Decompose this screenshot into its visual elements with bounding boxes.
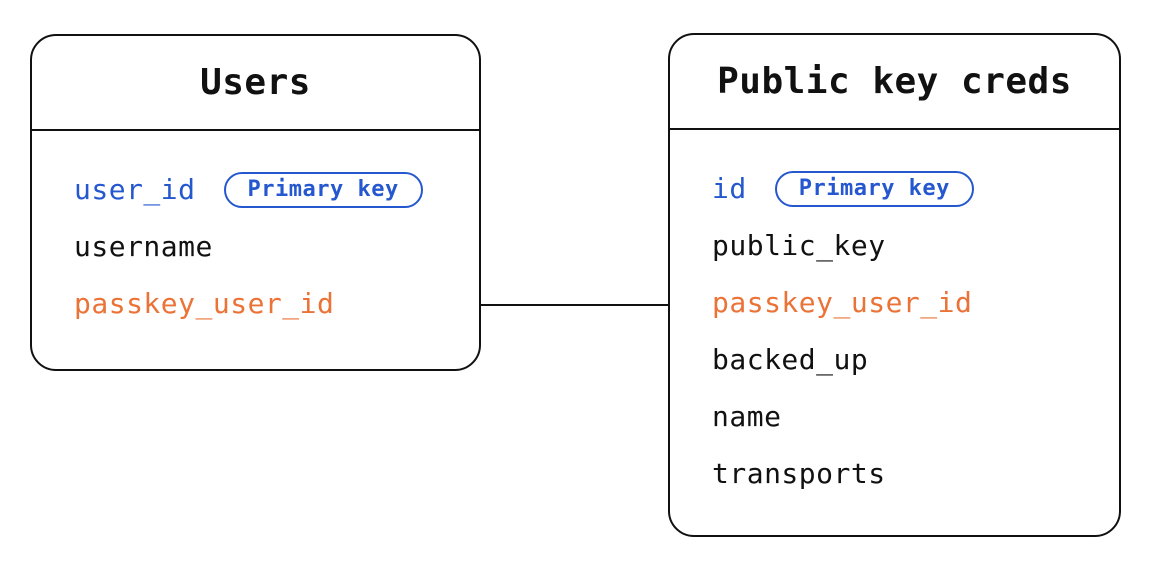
field-row: name [712,388,1119,445]
field-row: id Primary key [712,160,1119,217]
primary-key-badge: Primary key [223,171,423,208]
table-public-key-creds: Public key creds id Primary key public_k… [668,33,1121,537]
field-name: passkey_user_id [74,287,335,320]
field-name: passkey_user_id [712,286,973,319]
field-row: passkey_user_id [74,275,479,332]
relationship-line [481,304,668,306]
field-name: id [712,172,747,205]
field-row: public_key [712,217,1119,274]
table-public-key-creds-header: Public key creds [670,35,1119,130]
field-name: backed_up [712,343,869,376]
table-public-key-creds-body: id Primary key public_key passkey_user_i… [670,130,1119,502]
field-name: user_id [74,173,196,206]
table-title: Public key creds [717,61,1072,102]
field-name: transports [712,457,886,490]
table-title: Users [200,62,311,103]
table-users-header: Users [32,36,479,131]
table-users: Users user_id Primary key username passk… [30,34,481,371]
field-row: passkey_user_id [712,274,1119,331]
field-row: transports [712,445,1119,502]
field-row: backed_up [712,331,1119,388]
table-users-body: user_id Primary key username passkey_use… [32,131,479,332]
field-name: name [712,400,782,433]
field-row: user_id Primary key [74,161,479,218]
primary-key-badge: Primary key [774,170,974,207]
field-name: username [74,230,213,263]
field-row: username [74,218,479,275]
field-name: public_key [712,229,886,262]
